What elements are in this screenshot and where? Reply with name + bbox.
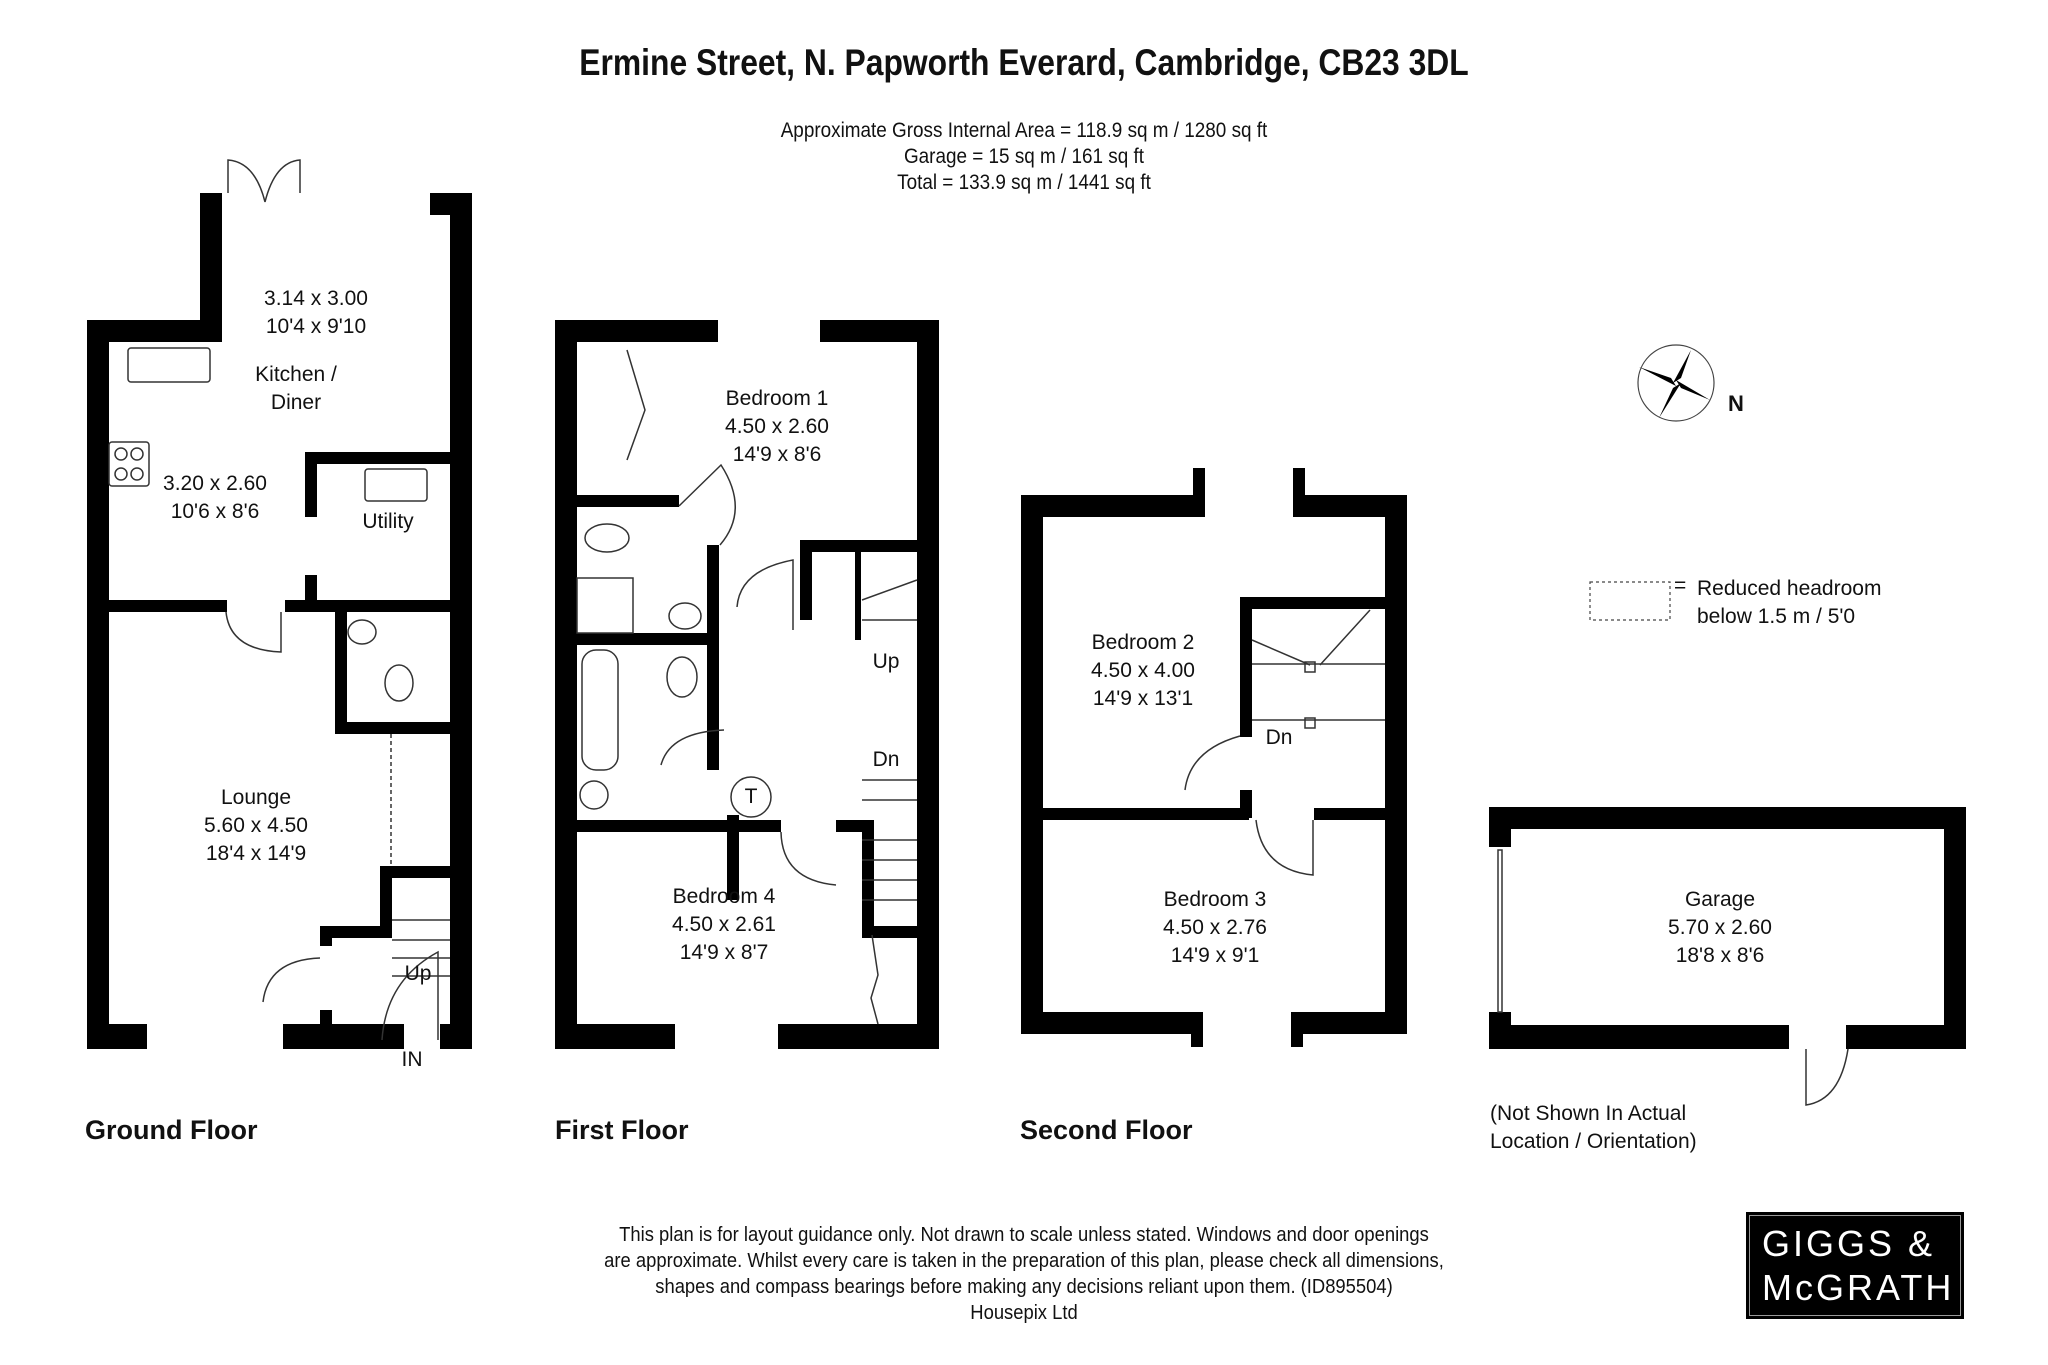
kitchen-upper-dims: 3.14 x 3.00 10'4 x 9'10 [264,287,368,338]
second-stairs-down-label: Dn [1265,726,1293,749]
lounge-label: Lounge 5.60 x 4.50 18'4 x 14'9 [204,786,308,865]
garage-area: Garage = 15 sq m / 161 sq ft [903,145,1145,168]
first-floor-label: First Floor [555,1115,689,1145]
giggs-mcgrath-logo: GIGGS & McGRATH [1746,1212,1964,1319]
ground-floor-label: Ground Floor [85,1115,258,1145]
ground-floor-fixtures [108,159,450,1041]
garage-location-note: (Not Shown In Actual Location / Orientat… [1490,1102,1697,1153]
second-floor-label: Second Floor [1020,1115,1193,1145]
second-floor-fixtures [1184,609,1385,876]
reduced-headroom-symbol [1589,581,1671,621]
bedroom-4-label: Bedroom 4 4.50 x 2.61 14'9 x 8'7 [672,885,776,964]
disclaimer: This plan is for layout guidance only. N… [604,1224,1444,1324]
cupboard-t-label: T [744,785,758,808]
entrance-label: IN [401,1048,423,1071]
compass-north-label: N [1728,391,1744,416]
gross-internal-area: Approximate Gross Internal Area = 118.9 … [780,119,1268,142]
total-area: Total = 133.9 sq m / 1441 sq ft [897,171,1151,194]
garage-walls [1489,807,1966,1049]
bedroom-3-label: Bedroom 3 4.50 x 2.76 14'9 x 9'1 [1163,888,1267,967]
utility-label: Utility [362,510,414,533]
reduced-headroom-legend: Reduced headroom below 1.5 m / 5'0 [1697,577,1882,628]
garage-label: Garage 5.70 x 2.60 18'8 x 8'6 [1668,888,1772,967]
page-title: Ermine Street, N. Papworth Everard, Camb… [579,42,1469,83]
first-floor-walls [555,320,939,1049]
ground-floor-walls [87,193,472,1049]
ground-stairs-up-label: Up [404,962,432,985]
second-floor-walls [1021,468,1407,1047]
compass-rose-icon [1637,344,1715,422]
bedroom-1-label: Bedroom 1 4.50 x 2.60 14'9 x 8'6 [725,387,829,466]
kitchen-lower-dims: 3.20 x 2.60 10'6 x 8'6 [163,472,267,523]
first-stairs-down-label: Dn [872,748,900,771]
first-stairs-up-label: Up [872,650,900,673]
kitchen-diner-label: Kitchen / Diner [255,363,337,414]
first-floor-fixtures [576,349,918,1025]
garage-fixtures [1497,849,1849,1106]
bedroom-2-label: Bedroom 2 4.50 x 4.00 14'9 x 13'1 [1091,631,1195,710]
legend-equals: = [1674,574,1687,597]
area-summary: Approximate Gross Internal Area = 118.9 … [0,118,2048,196]
